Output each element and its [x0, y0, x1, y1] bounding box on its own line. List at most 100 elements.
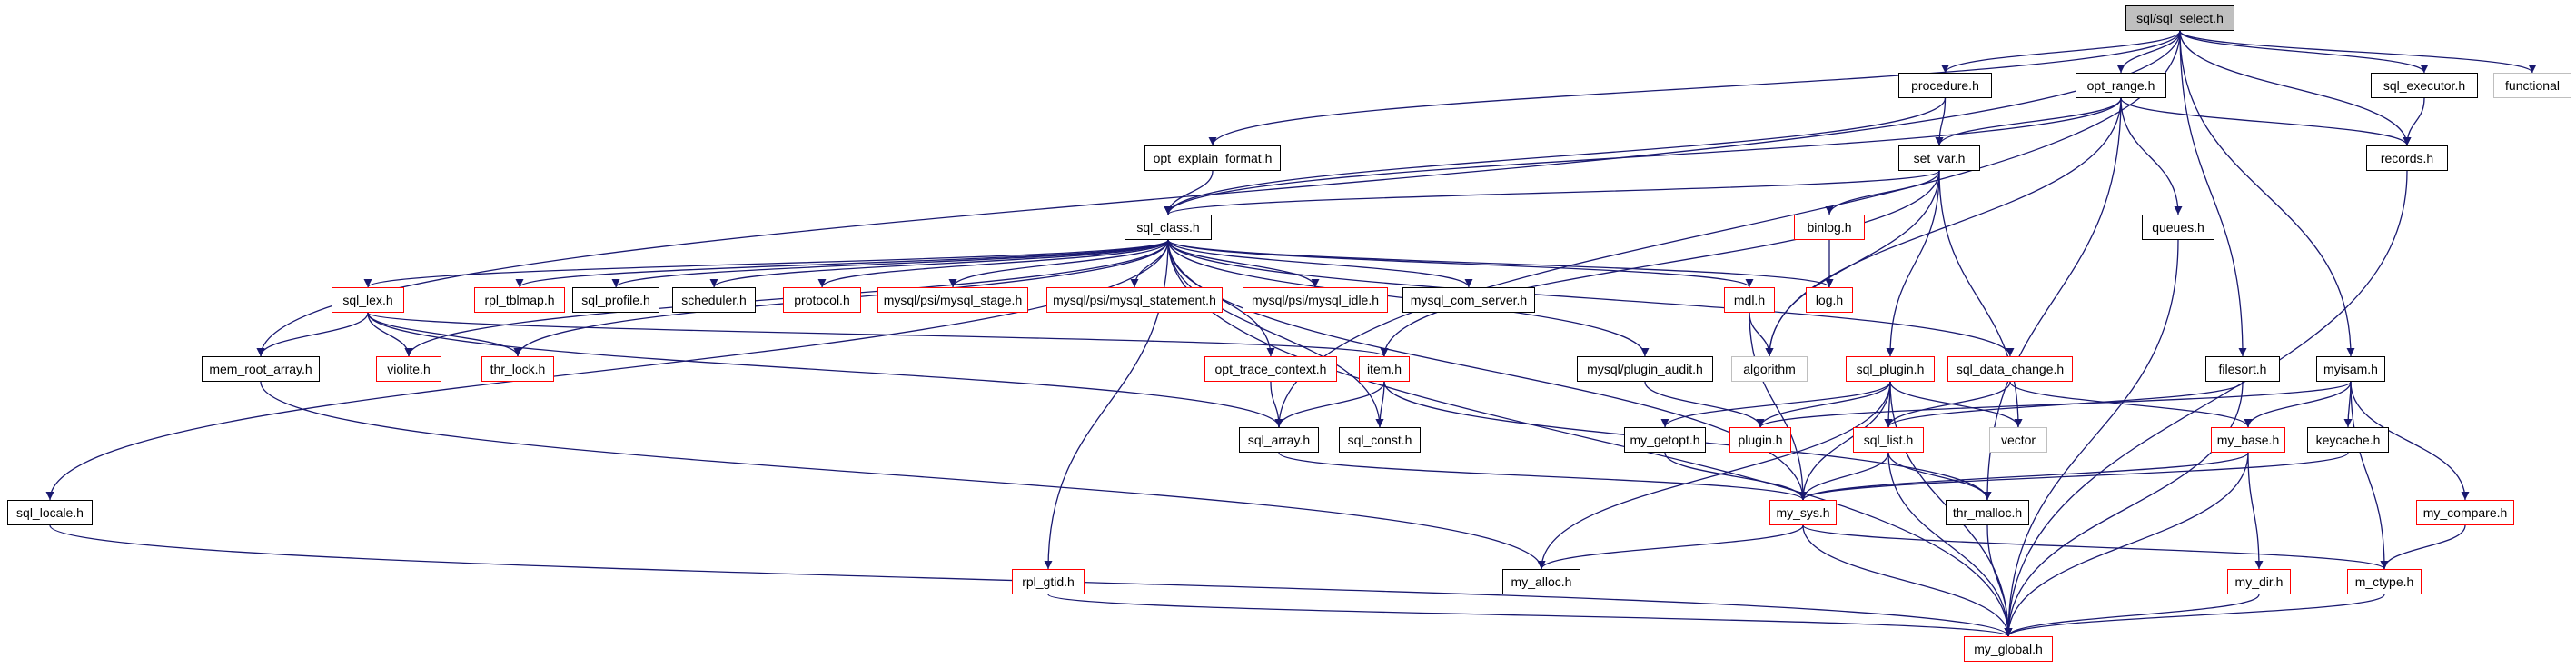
- node-thr-lock-h[interactable]: thr_lock.h: [481, 356, 554, 382]
- edge-myisam-to-my_base: [2244, 381, 2352, 428]
- node-sql-array-h[interactable]: sql_array.h: [1239, 427, 1319, 453]
- edge-set_var-to-sql_class: [1164, 170, 1940, 215]
- edge-myisam-to-m_ctype: [2350, 381, 2389, 570]
- node-mysql-com-server-h[interactable]: mysql_com_server.h: [1402, 287, 1535, 313]
- node-procedure-h[interactable]: procedure.h: [1898, 73, 1992, 98]
- edge-opt_explain_format-to-sql_class: [1164, 170, 1214, 215]
- edge-sql_plugin-to-my_getopt: [1660, 381, 1891, 428]
- node-my-sys-h[interactable]: my_sys.h: [1769, 500, 1837, 525]
- edge-thr_malloc-to-my_global: [1986, 524, 2013, 637]
- node-sql-select-h: sql/sql_select.h: [2125, 5, 2234, 31]
- node-plugin-h[interactable]: plugin.h: [1729, 427, 1791, 453]
- node-sql-profile-h[interactable]: sql_profile.h: [572, 287, 659, 313]
- node-item-h[interactable]: item.h: [1359, 356, 1410, 382]
- node-mysql-psi-mysql-idle-h[interactable]: mysql/psi/mysql_idle.h: [1243, 287, 1388, 313]
- edge-opt_range-to-queues: [2120, 97, 2183, 215]
- node-mysql-plugin-audit-h[interactable]: mysql/plugin_audit.h: [1577, 356, 1713, 382]
- node-functional: functional: [2493, 73, 2571, 98]
- edge-myisam-to-my_compare: [2350, 381, 2470, 501]
- node-violite-h[interactable]: violite.h: [376, 356, 441, 382]
- edge-set_var-to-vector: [1938, 170, 2023, 428]
- edge-sql_class-to-log: [1167, 239, 1834, 288]
- edge-item-to-sql_const: [1375, 381, 1385, 428]
- node-thr-malloc-h[interactable]: thr_malloc.h: [1946, 500, 2029, 525]
- node-scheduler-h[interactable]: scheduler.h: [672, 287, 756, 313]
- edge-my_getopt-to-my_sys: [1664, 452, 1808, 501]
- node-protocol-h[interactable]: protocol.h: [783, 287, 861, 313]
- edge-sql_class-to-mysql_com_server: [1167, 239, 1473, 288]
- edge-plugin_audit-to-plugin: [1644, 381, 1765, 428]
- node-my-base-h[interactable]: my_base.h: [2211, 427, 2285, 453]
- node-my-global-h[interactable]: my_global.h: [1964, 636, 2053, 662]
- edge-my_sys-to-m_ctype: [1802, 524, 2389, 570]
- edge-item-to-sql_array: [1274, 381, 1385, 428]
- edge-sql_select-to-myisam: [2179, 30, 2355, 357]
- edge-sql_lex-to-mem_root_array: [256, 312, 369, 357]
- node-sql-lex-h[interactable]: sql_lex.h: [332, 287, 404, 313]
- edge-sql_select-to-opt_range: [2116, 30, 2181, 74]
- node-set-var-h[interactable]: set_var.h: [1898, 145, 1980, 171]
- edge-procedure-to-sql_class: [1164, 97, 1947, 215]
- node-my-dir-h[interactable]: my_dir.h: [2227, 569, 2291, 594]
- node-my-alloc-h[interactable]: my_alloc.h: [1502, 569, 1580, 594]
- edge-my_base-to-my_sys: [1798, 452, 2249, 501]
- edge-sql_class-to-sql_data_change: [1167, 239, 2015, 357]
- edge-sql_class-to-sql_const: [1167, 239, 1384, 428]
- node-mysql-psi-mysql-stage-h[interactable]: mysql/psi/mysql_stage.h: [877, 287, 1028, 313]
- node-queues-h[interactable]: queues.h: [2142, 215, 2214, 240]
- edge-sql_lex-to-sql_array: [367, 312, 1283, 428]
- node-opt-range-h[interactable]: opt_range.h: [2076, 73, 2166, 98]
- edge-set_var-to-sql_plugin: [1886, 170, 1940, 357]
- edge-sql_select-to-sql_array: [1274, 30, 2181, 428]
- node-opt-trace-context-h[interactable]: opt_trace_context.h: [1204, 356, 1337, 382]
- node-opt-explain-format-h[interactable]: opt_explain_format.h: [1144, 145, 1281, 171]
- edge-sql_class-to-sql_profile: [611, 239, 1169, 288]
- edge-my_compare-to-m_ctype: [2380, 524, 2466, 570]
- edge-sql_class-to-my_global: [1167, 239, 2013, 637]
- node-sql-list-h[interactable]: sql_list.h: [1853, 427, 1924, 453]
- node-mysql-psi-mysql-statement-h[interactable]: mysql/psi/mysql_statement.h: [1046, 287, 1223, 313]
- node-binlog-h[interactable]: binlog.h: [1794, 215, 1865, 240]
- edge-my_sys-to-my_global: [1802, 524, 2013, 637]
- edge-records-to-my_global: [2004, 170, 2408, 637]
- node-rpl-tblmap-h[interactable]: rpl_tblmap.h: [474, 287, 565, 313]
- node-rpl-gtid-h[interactable]: rpl_gtid.h: [1012, 569, 1085, 594]
- edge-sql_executor-to-records: [2403, 97, 2425, 146]
- node-algorithm: algorithm: [1731, 356, 1808, 382]
- node-myisam-h[interactable]: myisam.h: [2316, 356, 2385, 382]
- edge-opt_range-to-records: [2120, 97, 2412, 146]
- edge-sql_plugin-to-vector: [1889, 381, 2023, 428]
- node-m-ctype-h[interactable]: m_ctype.h: [2347, 569, 2422, 594]
- edge-sql_select-to-procedure: [1941, 30, 2181, 74]
- node-mem-root-array-h[interactable]: mem_root_array.h: [202, 356, 320, 382]
- node-my-getopt-h[interactable]: my_getopt.h: [1624, 427, 1706, 453]
- node-filesort-h[interactable]: filesort.h: [2205, 356, 2280, 382]
- node-sql-const-h[interactable]: sql_const.h: [1339, 427, 1421, 453]
- node-my-compare-h[interactable]: my_compare.h: [2416, 500, 2514, 525]
- edge-sql_class-to-sql_lex: [363, 239, 1169, 288]
- edge-sql_class-to-scheduler: [709, 239, 1169, 288]
- edge-sql_plugin-to-plugin: [1756, 381, 1891, 428]
- edge-sql_plugin-to-my_sys: [1798, 381, 1891, 501]
- edge-my_base-to-my_dir: [2247, 452, 2264, 570]
- node-sql-data-change-h[interactable]: sql_data_change.h: [1947, 356, 2073, 382]
- edge-sql_list-to-my_sys: [1798, 452, 1889, 501]
- node-vector: vector: [1989, 427, 2047, 453]
- edge-sql_class-to-mysql_idle: [1167, 239, 1320, 288]
- edge-set_var-to-item: [1380, 170, 1940, 357]
- edge-opt_range-to-set_var: [1935, 97, 2122, 146]
- node-records-h[interactable]: records.h: [2366, 145, 2448, 171]
- node-sql-executor-h[interactable]: sql_executor.h: [2371, 73, 2478, 98]
- edge-sql_array-to-my_sys: [1278, 452, 1808, 501]
- node-sql-plugin-h[interactable]: sql_plugin.h: [1846, 356, 1935, 382]
- edge-rpl_gtid-to-my_global: [1047, 594, 2013, 637]
- node-keycache-h[interactable]: keycache.h: [2307, 427, 2389, 453]
- edge-sql_class-to-protocol: [817, 239, 1169, 288]
- node-mdl-h[interactable]: mdl.h: [1724, 287, 1775, 313]
- node-log-h[interactable]: log.h: [1806, 287, 1853, 313]
- edge-sql_plugin-to-my_alloc: [1537, 381, 1891, 570]
- edge-set_var-to-algorithm: [1765, 170, 1940, 357]
- edge-keycache-to-my_sys: [1798, 452, 2349, 501]
- node-sql-locale-h[interactable]: sql_locale.h: [7, 500, 93, 525]
- node-sql-class-h[interactable]: sql_class.h: [1125, 215, 1212, 240]
